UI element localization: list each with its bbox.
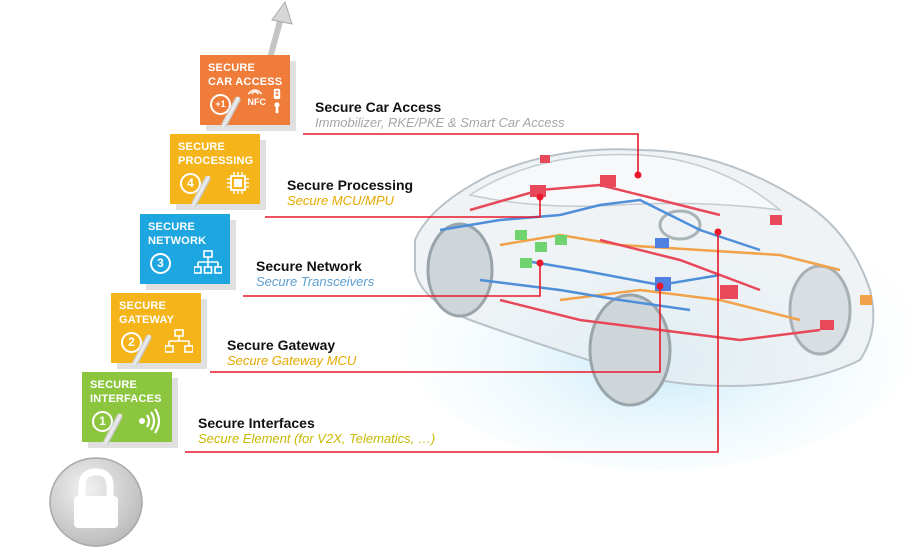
- car-roof: [468, 153, 783, 212]
- label-subtitle: Immobilizer, RKE/PKE & Smart Car Access: [315, 115, 565, 130]
- block-secure-processing: SECURE PROCESSING 4: [170, 134, 260, 208]
- step-number-badge: 1: [92, 411, 113, 432]
- chip-icon: [227, 172, 249, 194]
- block-secure-car-access: SECURE CAR ACCESS +1 NFC: [200, 55, 290, 129]
- label-heading: Secure Processing: [287, 177, 414, 193]
- nfc-label: NFC: [247, 97, 267, 107]
- label-subtitle: Secure Gateway MCU: [227, 353, 357, 368]
- car-wheel-rear-right: [588, 293, 672, 407]
- connector-dot: [536, 259, 544, 267]
- steering-wheel: [658, 209, 702, 241]
- network-tree-icon: [165, 329, 193, 353]
- label-gateway: Secure Gateway Secure Gateway MCU: [227, 337, 356, 368]
- connector-dot: [634, 171, 642, 179]
- connector-dot: [536, 193, 544, 201]
- step-number-badge: +1: [210, 94, 231, 115]
- padlock-icon: [49, 457, 143, 547]
- ecu-green: [535, 242, 547, 252]
- block-title: SECURE GATEWAY: [119, 300, 175, 326]
- ecu-red: [820, 320, 834, 330]
- car-wheel-rear: [788, 264, 852, 356]
- ecu-green: [555, 235, 567, 245]
- label-heading: Secure Car Access: [315, 99, 442, 115]
- wiring-blue: [439, 198, 761, 312]
- block-title: SECURE CAR ACCESS: [208, 62, 283, 88]
- signal-waves-icon: [139, 408, 161, 434]
- ecu-red: [720, 285, 738, 299]
- label-network: Secure Network Secure Transceivers: [256, 258, 374, 289]
- ecu-blue: [655, 238, 669, 248]
- ecu-red: [540, 155, 550, 163]
- label-heading: Secure Network: [256, 258, 362, 274]
- label-heading: Secure Gateway: [227, 337, 336, 353]
- connector-interfaces: [185, 232, 719, 453]
- block-title: SECURE INTERFACES: [90, 379, 162, 405]
- ecu-red: [530, 185, 546, 197]
- label-subtitle: Secure Transceivers: [256, 274, 375, 289]
- connector-dot: [656, 282, 664, 290]
- label-subtitle: Secure MCU/MPU: [287, 193, 394, 208]
- connector-dot: [714, 228, 722, 236]
- block-secure-gateway: SECURE GATEWAY 2: [111, 293, 201, 367]
- car-body-outline: [414, 148, 875, 387]
- ecu-red: [770, 215, 782, 225]
- label-interfaces: Secure Interfaces Secure Element (for V2…: [198, 415, 435, 446]
- connector-gateway: [210, 286, 661, 373]
- block-title: SECURE NETWORK: [148, 221, 207, 247]
- nfc-waves-icon: [247, 89, 263, 95]
- connector-car-access: [303, 133, 639, 175]
- label-processing: Secure Processing Secure MCU/MPU: [287, 177, 413, 208]
- connector-network: [243, 263, 541, 297]
- block-secure-interfaces: SECURE INTERFACES 1: [82, 372, 172, 446]
- up-arrow-icon: [267, 0, 293, 59]
- ecu-orange: [860, 295, 872, 305]
- car-wheel-front-left: [426, 222, 494, 318]
- label-heading: Secure Interfaces: [198, 415, 315, 431]
- block-title: SECURE PROCESSING: [178, 141, 254, 167]
- ecu-green: [520, 258, 532, 268]
- block-secure-network: SECURE NETWORK 3: [140, 214, 230, 284]
- ecu-green: [515, 230, 527, 240]
- network-tree-icon: [194, 250, 222, 274]
- label-car-access: Secure Car Access Immobilizer, RKE/PKE &…: [315, 99, 564, 130]
- step-number-badge: 2: [121, 332, 142, 353]
- ecu-red: [600, 175, 616, 187]
- connector-processing: [265, 197, 541, 218]
- step-number-badge: 4: [180, 173, 201, 194]
- nfc-key-icon: [273, 88, 281, 114]
- label-subtitle: Secure Element (for V2X, Telematics, …): [198, 431, 436, 446]
- step-number-badge: 3: [150, 253, 171, 274]
